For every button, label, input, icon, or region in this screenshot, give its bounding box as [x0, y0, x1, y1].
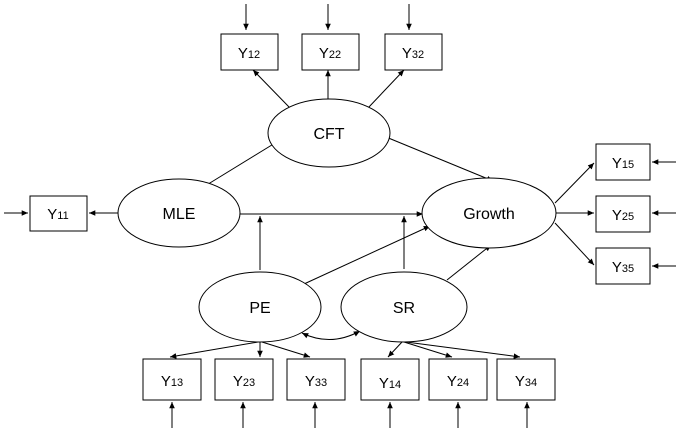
svg-text:Y35: Y35 — [612, 259, 634, 276]
path-sr-growth — [446, 244, 492, 281]
indicator-y33: Y33 — [286, 358, 346, 401]
latent-growth-label: Growth — [463, 206, 515, 223]
indicator-y11-letter: Y — [47, 206, 57, 223]
indicator-y13-letter: Y — [161, 373, 171, 390]
latent-pe: PE — [198, 271, 322, 343]
latent-growth: Growth — [421, 177, 557, 249]
indicator-y12-letter: Y — [238, 45, 248, 62]
indicator-y14-sub: 14 — [389, 379, 401, 391]
latent-mle: MLE — [117, 178, 241, 248]
indicator-y22-sub: 22 — [329, 49, 341, 61]
latent-cft: CFT — [267, 98, 391, 168]
indicator-y23-letter: Y — [233, 373, 243, 390]
loading-pe-y13 — [169, 341, 259, 359]
indicator-y25: Y25 — [595, 195, 651, 233]
svg-text:Y23: Y23 — [233, 373, 255, 390]
latent-cft-label: CFT — [313, 126, 344, 143]
indicator-y24-sub: 24 — [457, 377, 469, 389]
latent-sr: SR — [340, 271, 468, 343]
indicator-y15-letter: Y — [612, 155, 622, 172]
loading-cft-y32 — [367, 69, 405, 109]
indicator-y24-letter: Y — [447, 373, 457, 390]
loading-cft-y12 — [252, 69, 291, 109]
indicator-y32: Y32 — [384, 33, 443, 71]
svg-text:Y34: Y34 — [515, 373, 537, 390]
indicator-y24: Y24 — [428, 358, 488, 401]
indicator-y11-sub: 11 — [57, 210, 68, 222]
indicator-y15: Y15 — [595, 143, 651, 181]
indicator-y22-letter: Y — [319, 45, 329, 62]
indicator-y35: Y35 — [595, 247, 651, 285]
svg-text:Y12: Y12 — [238, 45, 260, 62]
path-pe-growth — [303, 225, 431, 285]
indicator-y34-sub: 34 — [525, 377, 537, 389]
indicator-y34: Y34 — [496, 358, 556, 401]
edges — [4, 4, 676, 428]
loading-growth-y35 — [554, 222, 595, 266]
svg-text:Y11: Y11 — [47, 206, 68, 223]
svg-text:Y22: Y22 — [319, 45, 341, 62]
svg-text:Y13: Y13 — [161, 373, 183, 390]
indicator-y35-sub: 35 — [622, 263, 634, 275]
indicator-y22: Y22 — [301, 33, 360, 71]
indicator-y35-letter: Y — [612, 259, 622, 276]
loading-sr-y24 — [403, 341, 453, 358]
svg-text:Y33: Y33 — [305, 373, 327, 390]
svg-text:Y24: Y24 — [447, 373, 469, 390]
indicator-y23: Y23 — [214, 358, 274, 401]
indicator-y25-letter: Y — [612, 207, 622, 224]
indicator-y32-letter: Y — [402, 45, 412, 62]
latent-sr-label: SR — [393, 300, 415, 317]
indicator-y15-sub: 15 — [622, 159, 634, 171]
svg-text:Y32: Y32 — [402, 45, 424, 62]
loading-pe-y33 — [261, 341, 311, 358]
indicator-y11: Y11 — [29, 195, 88, 232]
latent-mle-label: MLE — [163, 206, 196, 223]
indicator-y33-letter: Y — [305, 373, 315, 390]
latent-pe-label: PE — [249, 300, 270, 317]
indicator-y14: Y14 — [360, 358, 420, 401]
indicator-y23-sub: 23 — [243, 377, 255, 389]
correlation-pe-sr — [301, 330, 361, 340]
indicator-y13-sub: 13 — [171, 377, 183, 389]
indicator-y13: Y13 — [142, 358, 202, 401]
indicator-y32-sub: 32 — [412, 49, 424, 61]
indicator-y33-sub: 33 — [315, 377, 327, 389]
svg-text:Y15: Y15 — [612, 155, 634, 172]
indicator-y25-sub: 25 — [622, 211, 634, 223]
path-mle-cft — [204, 139, 281, 187]
loading-growth-y15 — [554, 162, 595, 204]
path-cft-growth — [385, 136, 494, 182]
indicator-y12: Y12 — [220, 33, 279, 71]
loading-sr-y34 — [405, 341, 521, 359]
loading-sr-y14 — [387, 341, 403, 358]
indicator-y14-letter: Y — [379, 375, 389, 392]
indicator-y34-letter: Y — [515, 373, 525, 390]
indicator-y12-sub: 12 — [248, 49, 260, 61]
svg-text:Y14: Y14 — [379, 375, 401, 392]
svg-text:Y25: Y25 — [612, 207, 634, 224]
